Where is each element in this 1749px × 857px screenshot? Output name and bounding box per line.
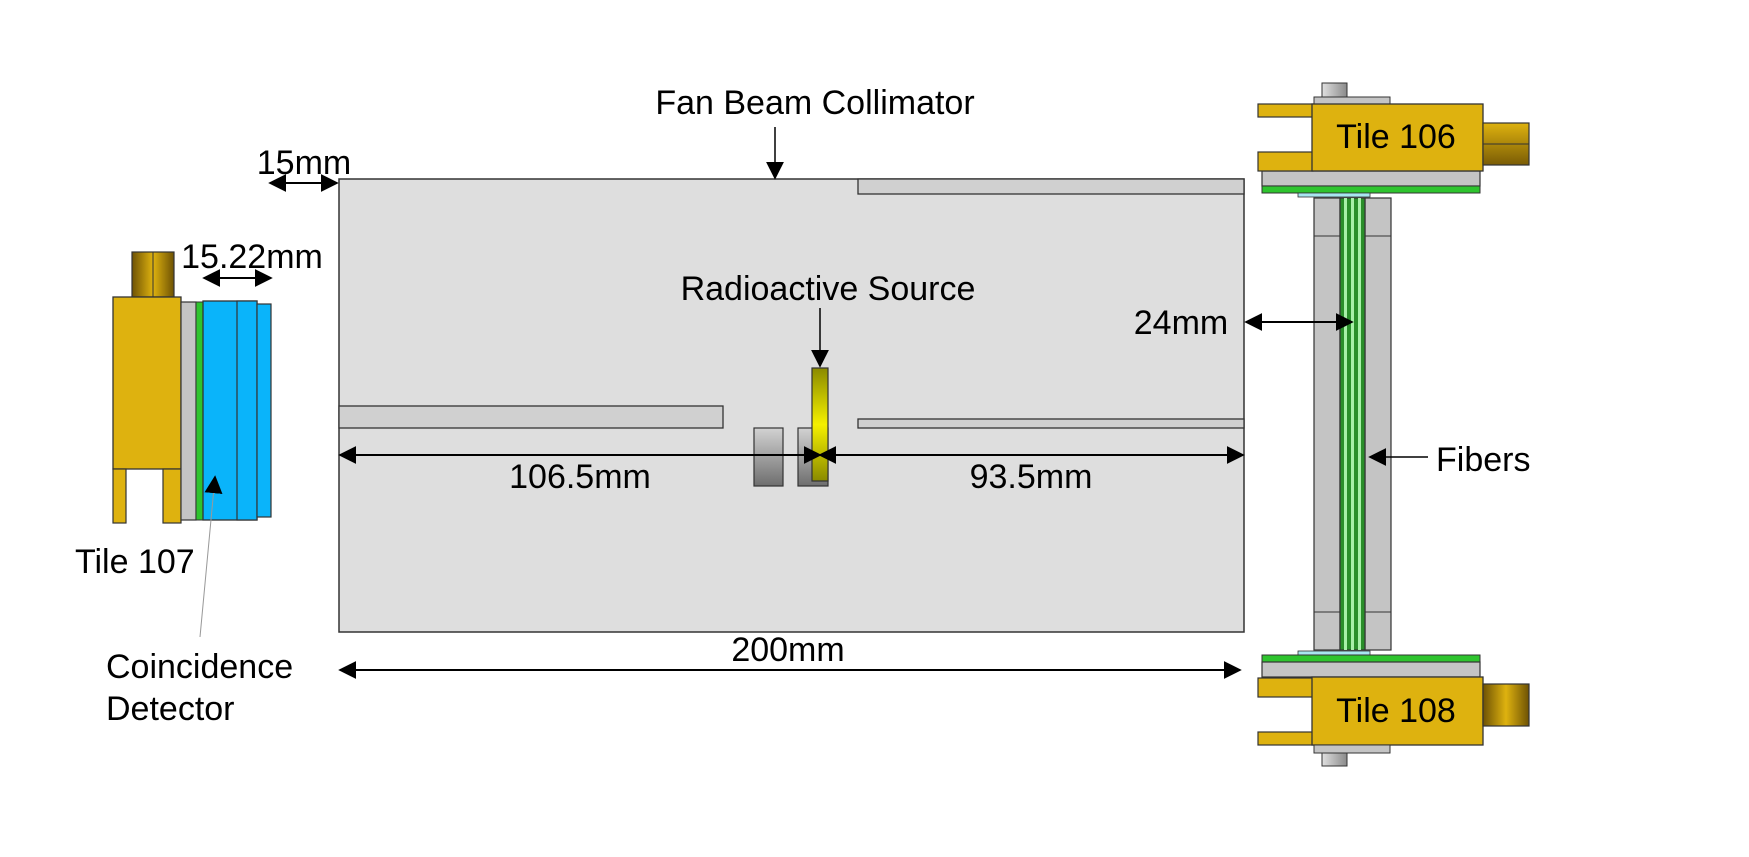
collimator-label: Fan Beam Collimator <box>655 84 974 122</box>
pmt-leg-left-a <box>112 468 127 524</box>
shield-block-left <box>753 427 784 487</box>
coincidence-label-line1: Coincidence <box>106 648 293 686</box>
tile-107-label: Tile 107 <box>75 543 195 581</box>
pmt-leg-left-b <box>162 468 182 524</box>
fan-beam-collimator <box>338 178 1245 633</box>
tile-106-label: Tile 106 <box>1336 118 1456 156</box>
bottom-steel-plate <box>1261 661 1481 678</box>
rail-left <box>1313 197 1341 651</box>
scintillator-layer-left <box>236 300 258 521</box>
fibers-label: Fibers <box>1436 441 1530 479</box>
dim-93-5mm-label: 93.5mm <box>970 458 1093 496</box>
coincidence-detector <box>112 251 272 524</box>
collimator-right-slot <box>857 418 1245 429</box>
tile-108-housing <box>1311 676 1484 746</box>
source-label: Radioactive Source <box>681 270 976 308</box>
light-guide-left <box>180 301 197 521</box>
dim-106-5mm-label: 106.5mm <box>509 458 651 496</box>
collimator-left-slot <box>338 405 724 429</box>
tile-108-pmt <box>1257 676 1530 767</box>
dim-24mm-label: 24mm <box>1134 304 1228 342</box>
collimator-top-slot <box>857 178 1245 195</box>
top-green-plate <box>1261 185 1481 194</box>
bottom-green-plate <box>1261 654 1481 663</box>
rail-right <box>1364 197 1392 651</box>
fiber-assembly <box>1261 170 1481 678</box>
radioactive-source <box>811 367 829 482</box>
tile-108-label: Tile 108 <box>1336 692 1456 730</box>
dim-200mm-label: 200mm <box>731 631 844 669</box>
dim-15-22mm-label: 15.22mm <box>181 238 323 276</box>
green-strip-left <box>195 301 204 521</box>
pmt-housing-left <box>112 296 182 470</box>
scintillator-edge-left <box>256 303 272 518</box>
dim-15mm-label: 15mm <box>257 144 351 182</box>
tile-108-connector <box>1482 683 1530 727</box>
top-steel-plate <box>1261 170 1481 187</box>
tile-106-pmt <box>1257 82 1530 172</box>
coincidence-label-line2: Detector <box>106 690 235 728</box>
coincidence-pointer <box>199 475 223 638</box>
